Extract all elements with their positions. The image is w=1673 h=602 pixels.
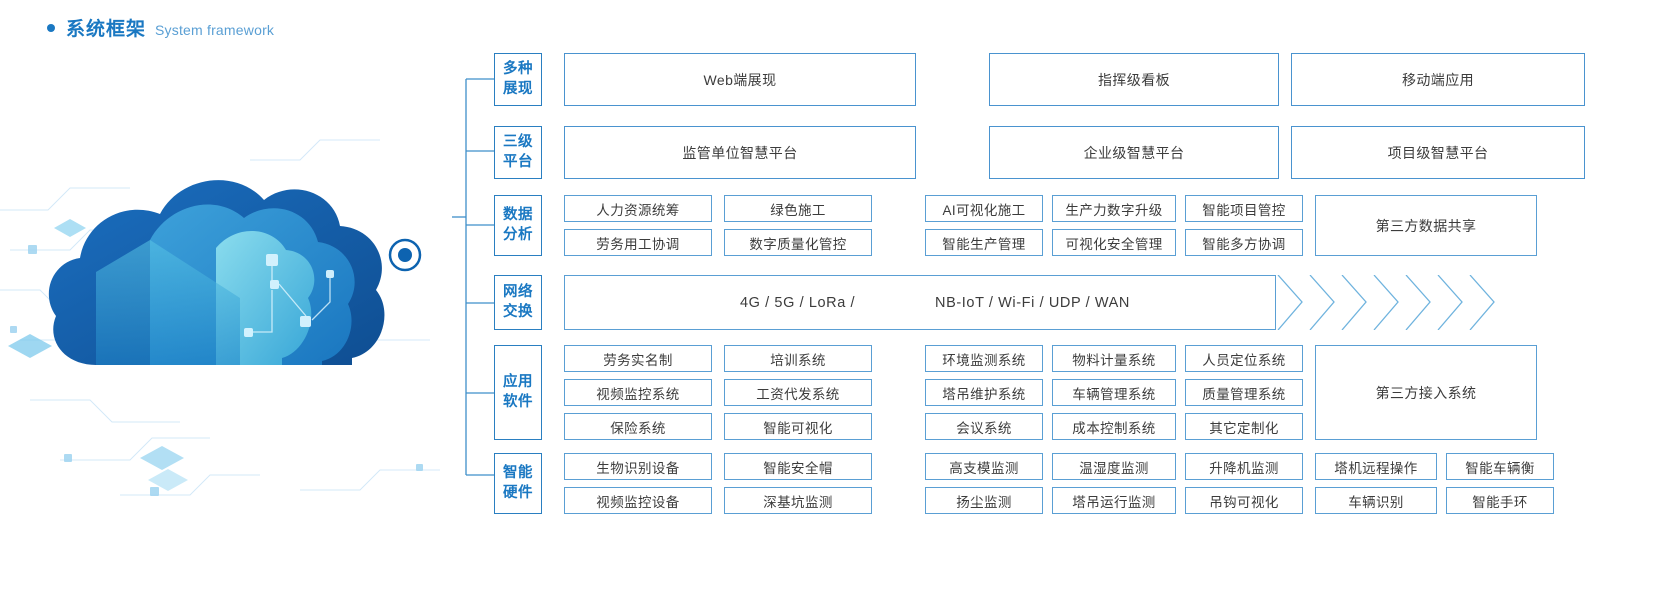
cell-temp-humidity-monitoring[interactable]: 温湿度监测	[1052, 453, 1176, 480]
bullet-dot	[47, 23, 55, 32]
cell-smart-helmet[interactable]: 智能安全帽	[724, 453, 872, 480]
cell-material-metering-system[interactable]: 物料计量系统	[1052, 345, 1176, 372]
row-label-line: 交换	[503, 303, 533, 320]
page-title-en: System framework	[155, 22, 275, 38]
cell-productivity-upgrade[interactable]: 生产力数字升级	[1052, 195, 1176, 222]
group-data-left: 人力资源统筹 绿色施工 劳务用工协调 数字质量化管控	[564, 195, 872, 256]
cell-other-customization[interactable]: 其它定制化	[1185, 413, 1303, 440]
cell-high-formwork-monitoring[interactable]: 高支模监测	[925, 453, 1043, 480]
network-protocol-box[interactable]: 4G / 5G / LoRa / NB-IoT / Wi-Fi / UDP / …	[564, 275, 1276, 330]
cell-environment-monitoring-system[interactable]: 环境监测系统	[925, 345, 1043, 372]
network-text-right: NB-IoT / Wi-Fi / UDP / WAN	[935, 294, 1130, 311]
row-body-data-analysis: 人力资源统筹 绿色施工 劳务用工协调 数字质量化管控 AI可视化施工 生产力数字…	[564, 195, 1537, 256]
row-body-smart-hardware: 生物识别设备 智能安全帽 视频监控设备 深基坑监测 高支模监测 温湿度监测 升降…	[564, 453, 1554, 514]
cell-labor-realname[interactable]: 劳务实名制	[564, 345, 712, 372]
cell-lift-monitoring[interactable]: 升降机监测	[1185, 453, 1303, 480]
row-label-line: 展现	[503, 80, 533, 97]
group-app-left: 劳务实名制 培训系统 视频监控系统 工资代发系统 保险系统 智能可视化	[564, 345, 872, 440]
row-body-network-exchange: 4G / 5G / LoRa / NB-IoT / Wi-Fi / UDP / …	[564, 275, 1495, 330]
cell-smart-production-mgmt[interactable]: 智能生产管理	[925, 229, 1043, 256]
row-label-network-exchange: 网络 交换	[494, 275, 542, 330]
network-text-left: 4G / 5G / LoRa /	[740, 294, 856, 311]
row-body-application-software: 劳务实名制 培训系统 视频监控系统 工资代发系统 保险系统 智能可视化 环境监测…	[564, 345, 1537, 440]
cell-command-dashboard[interactable]: 指挥级看板	[989, 53, 1279, 106]
row-application-software: 应用 软件 劳务实名制 培训系统 视频监控系统 工资代发系统 保险系统 智能可视…	[494, 345, 1654, 440]
cell-visual-safety-mgmt[interactable]: 可视化安全管理	[1052, 229, 1176, 256]
row-label-line: 硬件	[503, 484, 533, 501]
row-presentation: 多种 展现 Web端展现 指挥级看板 移动端应用	[494, 53, 1654, 106]
row-label-line: 数据	[503, 206, 533, 223]
cell-digital-quality-control[interactable]: 数字质量化管控	[724, 229, 872, 256]
row-smart-hardware: 智能 硬件 生物识别设备 智能安全帽 视频监控设备 深基坑监测 高支模监测 温湿…	[494, 453, 1673, 514]
cell-crane-maintenance-system[interactable]: 塔吊维护系统	[925, 379, 1043, 406]
cell-deep-foundation-monitoring[interactable]: 深基坑监测	[724, 487, 872, 514]
cell-video-surveillance-system[interactable]: 视频监控系统	[564, 379, 712, 406]
row-label-line: 平台	[503, 153, 533, 170]
row-label-line: 应用	[503, 373, 533, 390]
cell-dust-monitoring[interactable]: 扬尘监测	[925, 487, 1043, 514]
group-hw-left: 生物识别设备 智能安全帽 视频监控设备 深基坑监测	[564, 453, 872, 514]
group-hw-mid: 高支模监测 温湿度监测 升降机监测 扬尘监测 塔吊运行监测 吊钩可视化	[925, 453, 1303, 514]
group-hw-right: 塔机远程操作 智能车辆衡 车辆识别 智能手环	[1315, 453, 1554, 514]
group-data-mid: AI可视化施工 生产力数字升级 智能项目管控 智能生产管理 可视化安全管理 智能…	[925, 195, 1303, 256]
row-label-application-software: 应用 软件	[494, 345, 542, 440]
cell-payroll-system[interactable]: 工资代发系统	[724, 379, 872, 406]
row-platform: 三级 平台 监管单位智慧平台 企业级智慧平台 项目级智慧平台	[494, 126, 1654, 179]
cell-insurance-system[interactable]: 保险系统	[564, 413, 712, 440]
row-label-line: 智能	[503, 464, 533, 481]
row-label-platform: 三级 平台	[494, 126, 542, 179]
cell-mobile-app[interactable]: 移动端应用	[1291, 53, 1585, 106]
page-title-cn: 系统框架	[66, 19, 147, 40]
row-label-data-analysis: 数据 分析	[494, 195, 542, 256]
row-label-line: 多种	[503, 60, 533, 77]
cell-training-system[interactable]: 培训系统	[724, 345, 872, 372]
cell-hook-visualization[interactable]: 吊钩可视化	[1185, 487, 1303, 514]
row-label-presentation: 多种 展现	[494, 53, 542, 106]
cell-tower-crane-remote-operation[interactable]: 塔机远程操作	[1315, 453, 1437, 480]
cell-third-party-data-sharing[interactable]: 第三方数据共享	[1315, 195, 1537, 256]
row-label-line: 网络	[503, 283, 533, 300]
system-framework-diagram: 多种 展现 Web端展现 指挥级看板 移动端应用 三级 平台 监管单位智慧平台 …	[452, 45, 1667, 525]
cell-crane-operation-monitoring[interactable]: 塔吊运行监测	[1052, 487, 1176, 514]
cell-vehicle-recognition[interactable]: 车辆识别	[1315, 487, 1437, 514]
row-label-line: 软件	[503, 393, 533, 410]
row-label-line: 三级	[503, 133, 533, 150]
cell-ai-visual-construction[interactable]: AI可视化施工	[925, 195, 1043, 222]
cell-quality-management-system[interactable]: 质量管理系统	[1185, 379, 1303, 406]
row-label-line: 分析	[503, 226, 533, 243]
cell-video-surveillance-device[interactable]: 视频监控设备	[564, 487, 712, 514]
cell-smart-multiparty-coord[interactable]: 智能多方协调	[1185, 229, 1303, 256]
cell-vehicle-management-system[interactable]: 车辆管理系统	[1052, 379, 1176, 406]
cell-smart-truck-scale[interactable]: 智能车辆衡	[1446, 453, 1554, 480]
cell-biometric-device[interactable]: 生物识别设备	[564, 453, 712, 480]
cell-enterprise-platform[interactable]: 企业级智慧平台	[989, 126, 1279, 179]
cell-regulator-platform[interactable]: 监管单位智慧平台	[564, 126, 916, 179]
cell-hr-planning[interactable]: 人力资源统筹	[564, 195, 712, 222]
cell-labor-coordination[interactable]: 劳务用工协调	[564, 229, 712, 256]
cell-smart-project-control[interactable]: 智能项目管控	[1185, 195, 1303, 222]
row-body-platform: 监管单位智慧平台 企业级智慧平台 项目级智慧平台	[564, 126, 1585, 179]
cell-meeting-system[interactable]: 会议系统	[925, 413, 1043, 440]
cell-cost-control-system[interactable]: 成本控制系统	[1052, 413, 1176, 440]
row-data-analysis: 数据 分析 人力资源统筹 绿色施工 劳务用工协调 数字质量化管控 AI可视化施工…	[494, 195, 1654, 256]
cloud-circuit-illustration	[0, 40, 470, 580]
cell-smart-wristband[interactable]: 智能手环	[1446, 487, 1554, 514]
network-flow-chevrons	[1276, 275, 1526, 330]
group-app-mid: 环境监测系统 物料计量系统 人员定位系统 塔吊维护系统 车辆管理系统 质量管理系…	[925, 345, 1303, 440]
page-title: 系统框架 System framework	[47, 14, 274, 41]
cell-green-construction[interactable]: 绿色施工	[724, 195, 872, 222]
cell-project-platform[interactable]: 项目级智慧平台	[1291, 126, 1585, 179]
cell-smart-visualization[interactable]: 智能可视化	[724, 413, 872, 440]
cell-personnel-positioning-system[interactable]: 人员定位系统	[1185, 345, 1303, 372]
row-network-exchange: 网络 交换 4G / 5G / LoRa / NB-IoT / Wi-Fi / …	[494, 275, 1673, 330]
cell-third-party-access-system[interactable]: 第三方接入系统	[1315, 345, 1537, 440]
cell-web-display[interactable]: Web端展现	[564, 53, 916, 106]
row-body-presentation: Web端展现 指挥级看板 移动端应用	[564, 53, 1585, 106]
row-label-smart-hardware: 智能 硬件	[494, 453, 542, 514]
